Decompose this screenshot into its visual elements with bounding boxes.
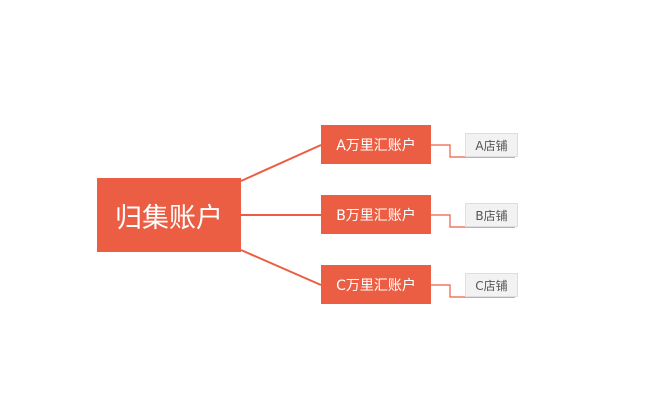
connector-root-to-branch-a [240, 144, 322, 182]
branch-node-c[interactable]: C万里汇账户 [321, 265, 431, 304]
leaf-node-a[interactable]: A店铺 [465, 133, 518, 157]
leaf-node-b[interactable]: B店铺 [465, 203, 518, 227]
connector-root-to-branch-c [240, 249, 322, 286]
root-node[interactable]: 归集账户 [97, 178, 241, 252]
branch-node-a[interactable]: A万里汇账户 [321, 125, 431, 164]
branch-node-b[interactable]: B万里汇账户 [321, 195, 431, 234]
leaf-node-c[interactable]: C店铺 [465, 273, 518, 297]
